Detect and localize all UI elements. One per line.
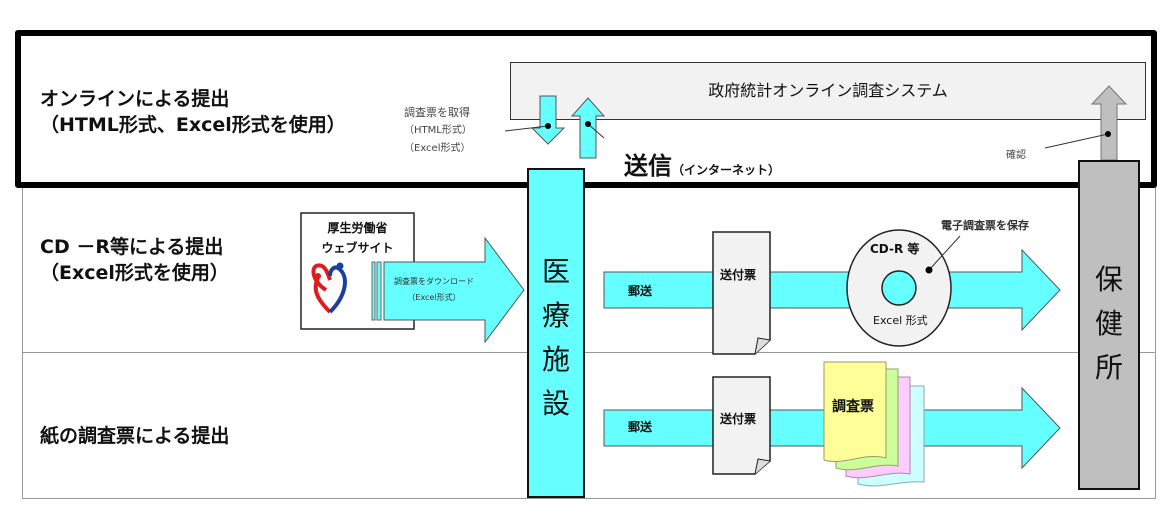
website-download-arrow — [383, 236, 525, 344]
lane-online-label: オンラインによる提出 （HTML形式、Excel形式を使用） — [40, 86, 346, 138]
send-label: 送信（インターネット） — [624, 146, 780, 181]
download-leader-line — [504, 125, 549, 132]
send-leader-line — [587, 123, 605, 139]
medical-facility: 医 療 施 設 — [527, 168, 585, 498]
website-title-line-2: ウェブサイト — [321, 241, 394, 255]
website-arrow-stripe-1 — [371, 261, 376, 321]
download-note: 調査票を取得 （HTML形式） （Excel形式） — [404, 104, 472, 158]
download-note-line-3: （Excel形式） — [404, 143, 471, 154]
medical-facility-label: 医 療 施 設 — [529, 250, 583, 426]
website-download-line-2: （Excel形式） — [407, 293, 461, 302]
health-center-label: 保 健 所 — [1080, 258, 1138, 390]
send-label-main: 送信 — [624, 152, 672, 180]
facility-char: 療 — [541, 299, 570, 332]
disc-note-label: 電子調査票を保存 — [941, 219, 1029, 232]
form-sheet-yellow — [823, 361, 887, 462]
download-note-line-2: （HTML形式） — [404, 125, 472, 136]
lane-cdr-label: CD －R等による提出 （Excel形式を使用） — [40, 234, 229, 286]
download-leader-dot — [545, 123, 551, 129]
mhlw-logo-icon — [311, 262, 347, 314]
health-center: 保 健 所 — [1078, 160, 1140, 490]
download-arrow — [530, 95, 566, 145]
website-title: 厚生労働省 ウェブサイト — [301, 218, 414, 258]
paper-form-label: 調査票 — [832, 399, 874, 415]
send-leader-dot — [585, 121, 591, 127]
cdr-mail-label: 郵送 — [628, 284, 653, 298]
cdr-mail-arrow — [603, 248, 1061, 332]
lane-paper-title: 紙の調査票による提出 — [40, 425, 230, 447]
health-center-char: 所 — [1094, 351, 1123, 384]
disc-note-leader — [928, 235, 961, 271]
facility-char: 医 — [541, 255, 570, 288]
lane-cdr-subtitle: （Excel形式を使用） — [40, 262, 229, 284]
website-download-line-1: 調査票をダウンロード — [394, 277, 474, 286]
facility-char: 設 — [541, 387, 570, 420]
disc-note-dot — [925, 266, 933, 274]
lane-cdr — [22, 186, 1156, 354]
cdr-slip-document — [712, 231, 771, 355]
confirm-leader-dot — [1105, 131, 1111, 137]
online-survey-system: 政府統計オンライン調査システム — [510, 62, 1146, 120]
paper-slip-label: 送付票 — [720, 412, 757, 426]
send-label-sub: （インターネット） — [672, 163, 781, 177]
lane-online-subtitle: （HTML形式、Excel形式を使用） — [40, 114, 346, 136]
facility-char: 施 — [541, 343, 570, 376]
disc-bottom-label: Excel 形式 — [873, 314, 928, 327]
website-arrow-stripe-2 — [376, 261, 382, 321]
cd-disc-hole — [881, 270, 917, 306]
lane-paper-label: 紙の調査票による提出 — [40, 423, 229, 449]
lane-cdr-title: CD －R等による提出 — [40, 236, 224, 258]
cdr-slip-label: 送付票 — [720, 268, 757, 282]
send-arrow — [570, 97, 606, 159]
website-download-label: 調査票をダウンロード （Excel形式） — [384, 274, 484, 306]
confirm-arrow — [1090, 85, 1128, 161]
health-center-char: 健 — [1094, 307, 1123, 340]
health-center-char: 保 — [1094, 263, 1123, 296]
disc-top-label: CD-R 等 — [870, 242, 920, 256]
download-note-line-1: 調査票を取得 — [404, 106, 470, 119]
lane-online-title: オンラインによる提出 — [40, 88, 230, 110]
confirm-label: 確認 — [1006, 150, 1026, 161]
paper-mail-label: 郵送 — [628, 420, 653, 434]
website-title-line-1: 厚生労働省 — [327, 221, 388, 235]
confirm-leader-line — [1044, 133, 1109, 149]
